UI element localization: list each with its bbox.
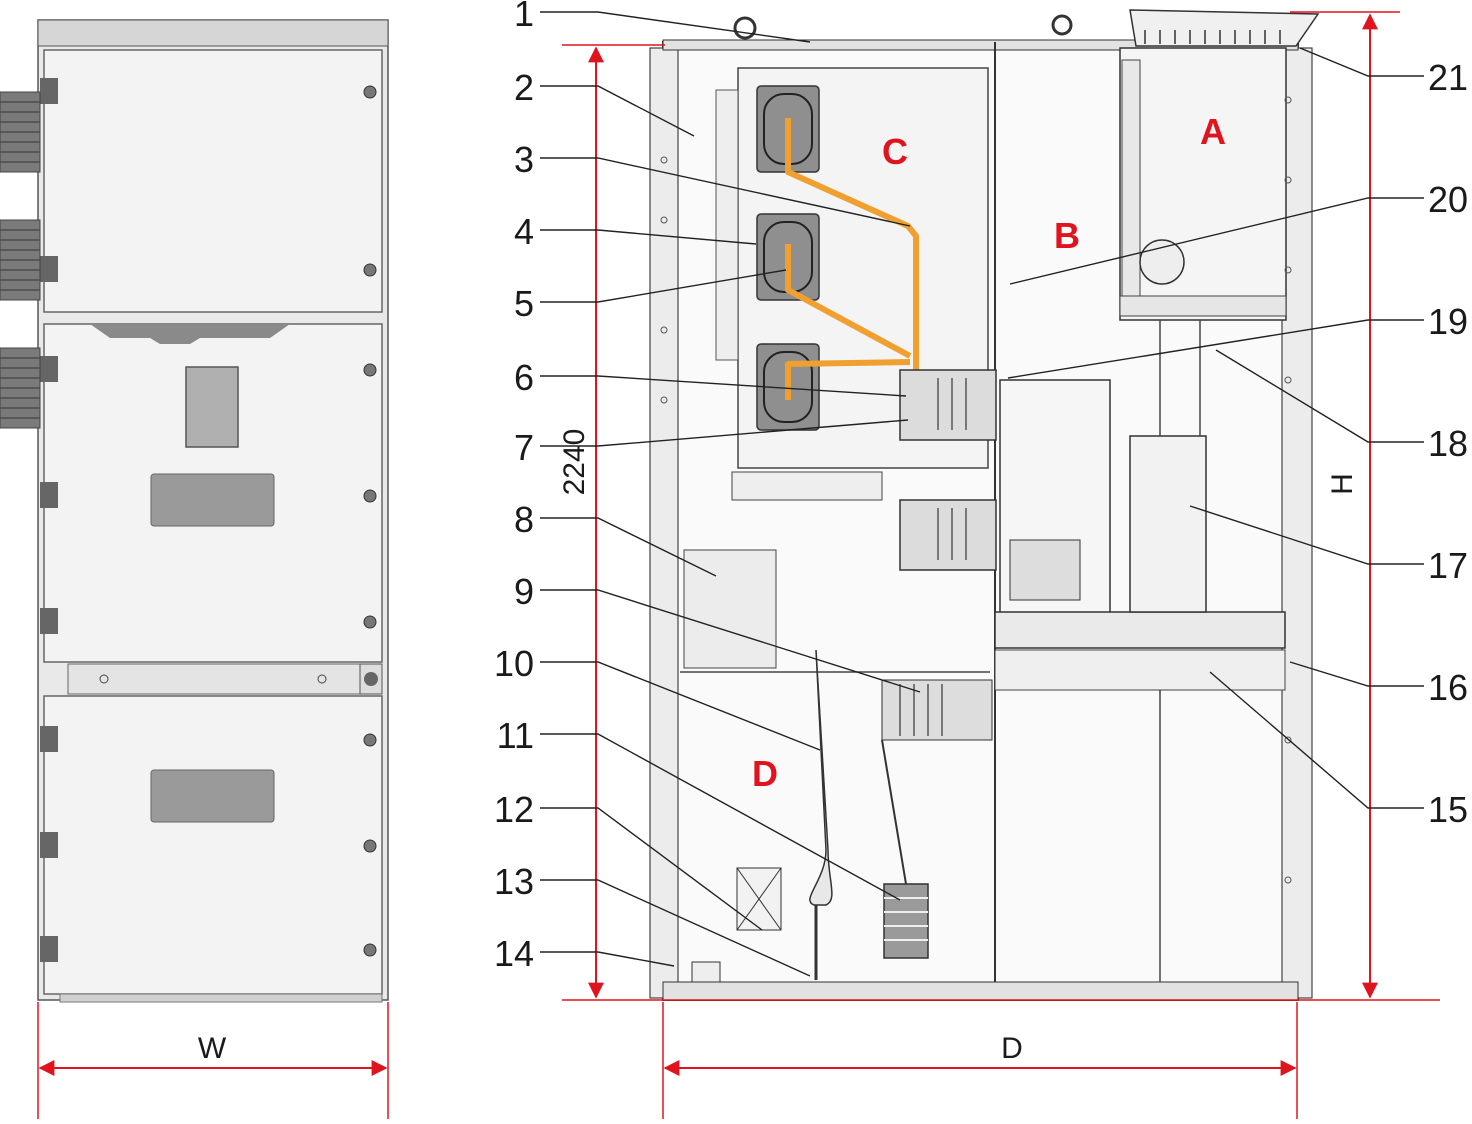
width-label: W — [198, 1032, 227, 1065]
callout-5: 5 — [514, 283, 534, 324]
front-view: W — [0, 19, 389, 1119]
side-section: A B C D 2240 H D — [558, 9, 1440, 1119]
callout-20: 20 — [1428, 179, 1468, 220]
callout-12: 12 — [494, 789, 534, 830]
callout-10: 10 — [494, 643, 534, 684]
callout-8: 8 — [514, 499, 534, 540]
callout-7: 7 — [514, 427, 534, 468]
front-bottom-door — [43, 695, 383, 995]
callouts-left — [540, 11, 921, 977]
height-value-label: 2240 — [558, 429, 591, 496]
callout-14: 14 — [494, 933, 534, 974]
callout-13: 13 — [494, 861, 534, 902]
callout-19: 19 — [1428, 301, 1468, 342]
zone-label-c: C — [882, 131, 908, 172]
callout-3: 3 — [514, 139, 534, 180]
callout-9: 9 — [514, 571, 534, 612]
callout-21: 21 — [1428, 57, 1468, 98]
zone-label-a: A — [1200, 111, 1226, 152]
callout-1: 1 — [514, 0, 534, 34]
callout-6: 6 — [514, 357, 534, 398]
callout-15: 15 — [1428, 789, 1468, 830]
callout-numbers-left: 1 2 3 4 5 6 7 8 9 10 11 12 13 14 — [494, 0, 534, 974]
callouts-right — [1007, 47, 1424, 809]
front-top-door — [43, 49, 383, 313]
zone-label-d: D — [752, 753, 778, 794]
callout-11: 11 — [497, 715, 534, 756]
callout-numbers-right: 21 20 19 18 17 16 15 — [1428, 57, 1468, 830]
callout-16: 16 — [1428, 667, 1468, 708]
callout-2: 2 — [514, 67, 534, 108]
callout-4: 4 — [514, 211, 534, 252]
callout-17: 17 — [1428, 545, 1468, 586]
zone-label-b: B — [1054, 215, 1080, 256]
depth-label: D — [1001, 1032, 1023, 1065]
callout-18: 18 — [1428, 423, 1468, 464]
height-symbol-label: H — [1326, 473, 1359, 495]
